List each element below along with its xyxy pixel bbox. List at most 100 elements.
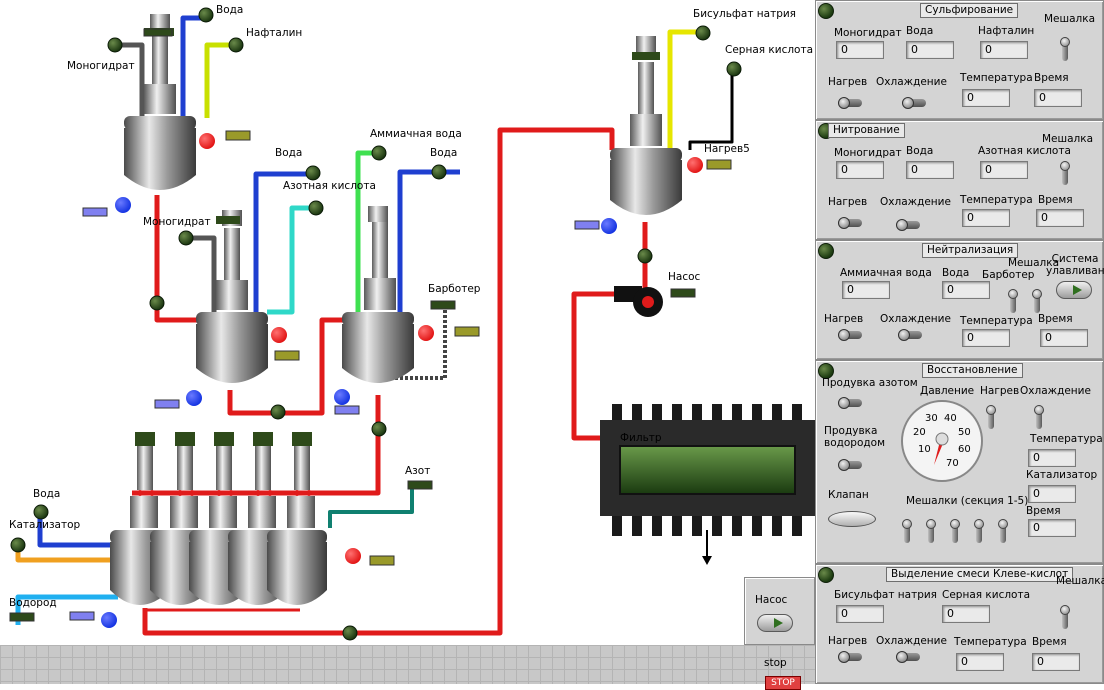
input-sernaya[interactable]: 0 <box>942 605 990 623</box>
toggle-meshalka[interactable] <box>1008 289 1018 313</box>
input-voda[interactable]: 0 <box>906 161 954 179</box>
process-diagram: Вода Нафталин Моногидрат Вода Азотная ки… <box>0 4 815 684</box>
reactor-separation <box>610 36 682 215</box>
toggle-meshalka[interactable] <box>1060 37 1070 61</box>
cooler-indicators <box>101 197 617 628</box>
toggle-nagrev[interactable] <box>838 217 862 229</box>
label-ohlazhdenie: Охлаждение <box>880 196 951 208</box>
label-naftalin: Нафталин <box>246 27 303 39</box>
panel-status-led <box>818 567 834 583</box>
label-bisulfat-natriya: Бисульфат натрия <box>693 8 797 20</box>
panel-title: Восстановление <box>922 363 1023 378</box>
label-vodorod: Водород <box>9 597 57 609</box>
label-barboter: Барботер <box>982 269 1035 281</box>
toggle-meshalka[interactable] <box>1060 161 1070 185</box>
label-ohlazhdenie: Охлаждение <box>1020 385 1091 397</box>
plant-schematic <box>9 7 815 641</box>
label-temperatura: Температура <box>1030 433 1103 445</box>
toggle-nagrev[interactable] <box>838 97 862 109</box>
play-icon <box>774 618 783 628</box>
toggle-ohlazhdenie[interactable] <box>1034 405 1044 429</box>
panel-title: Сульфирование <box>920 3 1019 18</box>
pump-control: Насос <box>744 577 815 645</box>
input-temperatura[interactable]: 0 <box>1028 449 1076 467</box>
label-voda: Вода <box>906 145 934 157</box>
label-voda-2: Вода <box>275 147 303 159</box>
label-nagrev5: Нагрев5 <box>704 143 750 155</box>
pressure-gauge: 10 20 30 40 50 60 70 <box>901 400 983 482</box>
toggle-meshalka-2[interactable] <box>926 519 936 543</box>
toggle-barboter[interactable] <box>1032 289 1042 313</box>
toggle-meshalka[interactable] <box>1060 605 1070 629</box>
input-ammiachnaya[interactable]: 0 <box>842 281 890 299</box>
label-nasos: Насос <box>668 271 701 283</box>
toggle-produvka-vodorodom[interactable] <box>838 459 862 471</box>
label-monogidrat: Моногидрат <box>834 27 902 39</box>
toggle-meshalka-3[interactable] <box>950 519 960 543</box>
label-temperatura: Температура <box>954 636 1027 648</box>
stop-button[interactable]: STOP <box>765 676 801 690</box>
toggle-meshalka-1[interactable] <box>902 519 912 543</box>
gauge-needle <box>934 441 944 465</box>
valve-button[interactable] <box>828 511 876 527</box>
label-filtr: Фильтр <box>620 432 662 444</box>
stop-label: stop <box>764 657 787 669</box>
panel-reduction: Восстановление Продувка азотом Продувка … <box>815 360 1104 564</box>
gauge-tick-20: 20 <box>913 427 926 438</box>
gauge-tick-30: 30 <box>925 413 938 424</box>
input-monogidrat[interactable]: 0 <box>836 41 884 59</box>
label-sistema: Система улавливания <box>1046 253 1104 277</box>
toggle-nagrev[interactable] <box>838 329 862 341</box>
input-temperatura[interactable]: 0 <box>962 89 1010 107</box>
input-bisulfat[interactable]: 0 <box>836 605 884 623</box>
toggle-meshalka-5[interactable] <box>998 519 1008 543</box>
label-vremya: Время <box>1026 505 1061 517</box>
input-voda[interactable]: 0 <box>942 281 990 299</box>
gauge-tick-50: 50 <box>958 427 971 438</box>
input-vremya[interactable]: 0 <box>1036 209 1084 227</box>
pump-unit <box>614 286 663 317</box>
input-vremya[interactable]: 0 <box>1028 519 1076 537</box>
panel-title: Выделение смеси Клеве-кислот <box>886 567 1074 582</box>
toggle-ohlazhdenie[interactable] <box>896 219 920 231</box>
pump-start-button[interactable] <box>757 614 793 632</box>
toggle-ohlazhdenie[interactable] <box>902 97 926 109</box>
toggle-ohlazhdenie[interactable] <box>898 329 922 341</box>
input-katalizator[interactable]: 0 <box>1028 485 1076 503</box>
sistema-ulavlivaniya-button[interactable] <box>1056 281 1092 299</box>
label-voda: Вода <box>906 25 934 37</box>
label-barboter: Барботер <box>428 283 481 295</box>
input-vremya[interactable]: 0 <box>1040 329 1088 347</box>
reactor-sulfonation <box>124 14 196 190</box>
play-icon <box>1073 285 1082 295</box>
label-temperatura: Температура <box>960 72 1033 84</box>
floor-grid <box>0 645 815 684</box>
label-vremya: Время <box>1032 636 1067 648</box>
input-monogidrat[interactable]: 0 <box>836 161 884 179</box>
toggle-nagrev[interactable] <box>986 405 996 429</box>
label-azot: Азот <box>405 465 431 477</box>
input-vremya[interactable]: 0 <box>1034 89 1082 107</box>
input-temperatura[interactable]: 0 <box>962 209 1010 227</box>
toggle-nagrev[interactable] <box>838 651 862 663</box>
toggle-produvka-azotom[interactable] <box>838 397 862 409</box>
toggle-meshalka-4[interactable] <box>974 519 984 543</box>
label-temperatura: Температура <box>960 194 1033 206</box>
input-azotnaya[interactable]: 0 <box>980 161 1028 179</box>
input-temperatura[interactable]: 0 <box>962 329 1010 347</box>
reactor-neutralization <box>342 206 414 383</box>
label-meshalka: Мешалка <box>1008 257 1060 269</box>
panel-title: Нейтрализация <box>922 243 1019 258</box>
input-temperatura[interactable]: 0 <box>956 653 1004 671</box>
label-meshalka: Мешалка <box>1042 133 1094 145</box>
input-naftalin[interactable]: 0 <box>980 41 1028 59</box>
label-katalizator: Катализатор <box>1026 469 1098 481</box>
toggle-ohlazhdenie[interactable] <box>896 651 920 663</box>
panel-status-led <box>818 363 834 379</box>
label-azotnaya-kislota: Азотная кислота <box>283 180 376 192</box>
gauge-tick-40: 40 <box>944 413 957 424</box>
label-ammiachnaya: Аммиачная вода <box>840 267 932 279</box>
input-voda[interactable]: 0 <box>906 41 954 59</box>
label-monogidrat-2: Моногидрат <box>143 216 211 228</box>
input-vremya[interactable]: 0 <box>1032 653 1080 671</box>
